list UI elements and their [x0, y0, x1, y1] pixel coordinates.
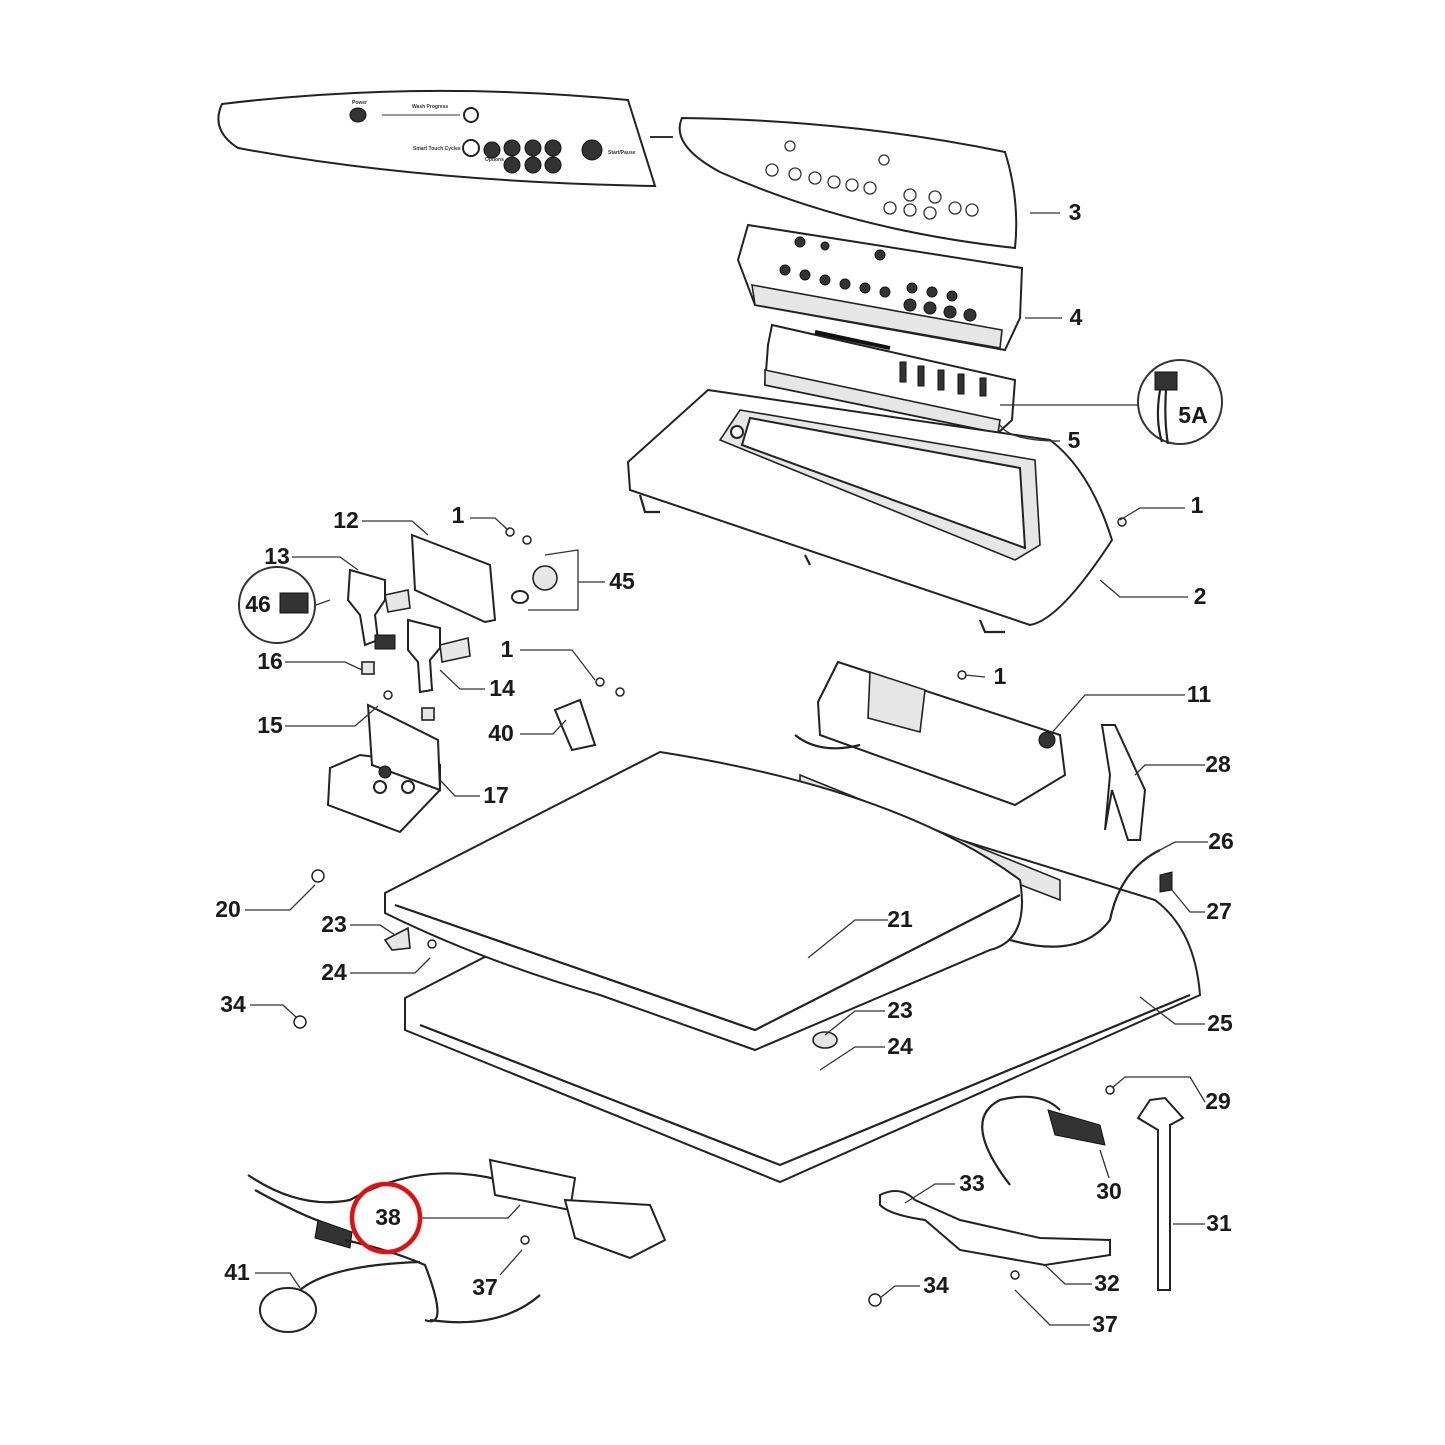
callout-1: 1 [501, 636, 514, 662]
callout-1: 1 [452, 502, 465, 528]
callout-34: 34 [220, 991, 246, 1017]
callout-46: 46 [245, 591, 271, 617]
callout-45: 45 [609, 568, 635, 594]
part-5a-detail [1137, 359, 1223, 445]
overlay-options-text: Options [485, 157, 504, 163]
callout-14: 14 [489, 675, 515, 701]
part-console [626, 388, 1114, 634]
part-button-board [736, 223, 1024, 352]
part-dispenser-bracket [326, 698, 597, 834]
callout-32: 32 [1094, 1270, 1120, 1296]
callout-16: 16 [257, 648, 283, 674]
callout-24: 24 [321, 959, 347, 985]
callout-41: 41 [224, 1259, 250, 1285]
callout-37: 37 [1092, 1311, 1118, 1337]
callout-33: 33 [959, 1170, 985, 1196]
callout-25: 25 [1207, 1010, 1233, 1036]
callout-23: 23 [887, 997, 913, 1023]
callout-15: 15 [257, 712, 283, 738]
highlight-circle-38 [349, 1181, 423, 1255]
callout-17: 17 [483, 782, 509, 808]
part-top-cabinet [383, 750, 1202, 1184]
callout-4: 4 [1070, 304, 1083, 330]
callout-5a: 5A [1178, 402, 1207, 428]
overlay-progress-text: Wash Progress [412, 104, 448, 110]
callout-26: 26 [1208, 828, 1234, 854]
part-lid-switch-module [794, 660, 1173, 893]
callout-1: 1 [1191, 492, 1204, 518]
callout-34: 34 [923, 1272, 949, 1298]
callout-3: 3 [1069, 199, 1082, 225]
callout-24: 24 [887, 1033, 913, 1059]
part-water-valves [238, 533, 558, 721]
callout-38: 38 [375, 1204, 401, 1230]
overlay-start-text: Start/Pause [608, 150, 636, 156]
callout-28: 28 [1205, 751, 1231, 777]
callout-29: 29 [1205, 1088, 1231, 1114]
callout-30: 30 [1096, 1178, 1122, 1204]
callout-23: 23 [321, 911, 347, 937]
callout-21: 21 [887, 906, 913, 932]
callout-2: 2 [1194, 583, 1207, 609]
callout-5: 5 [1068, 427, 1081, 453]
part-pressure-hose-and-wiring [879, 1095, 1185, 1291]
callout-27: 27 [1206, 898, 1232, 924]
callout-20: 20 [215, 896, 241, 922]
overlay-cycles-text: Smart Touch Cycles [413, 146, 461, 152]
part-control-overlay: Power Wash Progress Smart Touch Cycles O… [217, 89, 1018, 250]
callout-31: 31 [1206, 1210, 1232, 1236]
callout-11: 11 [1187, 681, 1212, 707]
callout-1: 1 [994, 663, 1007, 689]
leader-lines [245, 212, 1208, 1326]
overlay-power-text: Power [352, 100, 367, 106]
part-wiring-and-filter [247, 1158, 667, 1333]
callout-12: 12 [333, 507, 359, 533]
callout-40: 40 [488, 720, 514, 746]
callout-13: 13 [264, 543, 290, 569]
callout-37: 37 [472, 1274, 498, 1300]
callout-labels: 3 4 5 5A 1 2 12 1 13 46 45 16 14 1 15 40… [215, 199, 1234, 1337]
